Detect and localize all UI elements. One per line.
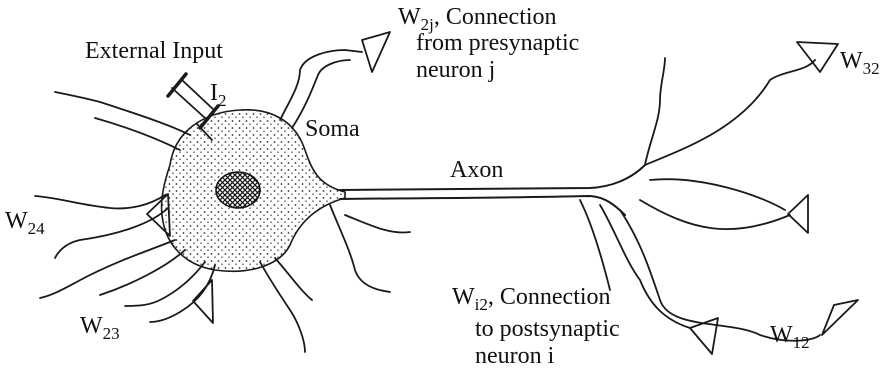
axon-label: Axon xyxy=(450,157,503,183)
axon-terminals xyxy=(580,58,820,341)
w24-subscript: 24 xyxy=(28,219,45,238)
wi2-label: Wi2, Connection xyxy=(452,284,611,318)
wi2-text-line1: , Connection xyxy=(488,284,611,310)
wi2-text-line2: to postsynaptic xyxy=(475,316,620,342)
w2j-text-line2: from presynaptic xyxy=(416,30,579,56)
wi2-text-line3: neuron i xyxy=(475,343,554,369)
w12-label: W12 xyxy=(770,322,810,356)
input-symbol: I xyxy=(210,80,218,106)
w23-label: W23 xyxy=(80,313,120,347)
wi2-subscript: i2 xyxy=(475,295,488,314)
w32-main: W xyxy=(840,48,863,74)
w24-main: W xyxy=(5,208,28,234)
soma-label: Soma xyxy=(305,116,360,142)
input-i2-label: I2 xyxy=(210,80,227,114)
w2j-text-line3: neuron j xyxy=(416,57,495,83)
synapse-w12 xyxy=(822,300,858,335)
wi2-main: W xyxy=(452,284,475,310)
w2j-text-line1: , Connection xyxy=(434,4,557,30)
input-subscript: 2 xyxy=(218,91,227,110)
w12-subscript: 12 xyxy=(793,333,810,352)
w23-subscript: 23 xyxy=(103,324,120,343)
synapse-w23 xyxy=(193,280,213,323)
w32-label: W32 xyxy=(840,48,880,82)
w12-main: W xyxy=(770,322,793,348)
w32-subscript: 32 xyxy=(863,59,880,78)
nucleus xyxy=(216,172,260,208)
synapse-right-mid xyxy=(788,195,808,233)
external-input-label: External Input xyxy=(85,38,223,64)
synapse-wi2 xyxy=(690,318,718,354)
w23-main: W xyxy=(80,313,103,339)
synapse-w2j xyxy=(362,32,390,72)
w2j-main: W xyxy=(398,4,421,30)
w24-label: W24 xyxy=(5,208,45,242)
